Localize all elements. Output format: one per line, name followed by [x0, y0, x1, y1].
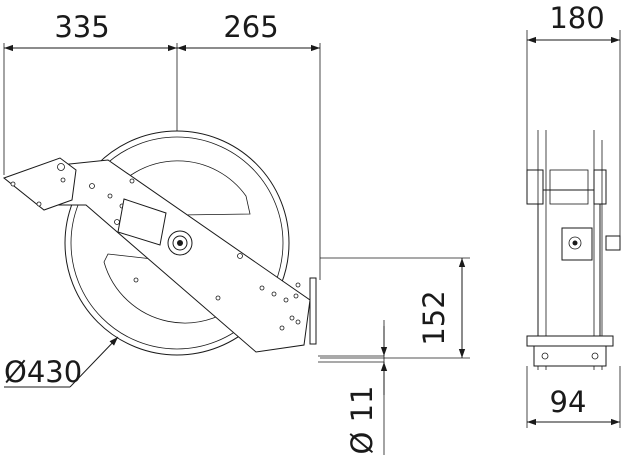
dim-335: 335 — [54, 10, 109, 44]
dim-265: 265 — [223, 10, 278, 44]
mounting-arm — [55, 159, 311, 353]
front-view — [2, 43, 470, 455]
side-view — [526, 30, 621, 428]
wall-bracket — [309, 277, 317, 345]
dim-94: 94 — [550, 385, 587, 419]
side-frame — [537, 189, 601, 351]
axle-stub — [605, 235, 621, 251]
dim-drum-diameter: Ø430 — [4, 355, 82, 389]
drum-inner — [70, 136, 284, 350]
label-plate — [117, 198, 167, 246]
dim-hole-diameter: Ø 11 — [345, 386, 379, 455]
dim-180: 180 — [549, 1, 604, 35]
dim-152: 152 — [417, 290, 451, 345]
